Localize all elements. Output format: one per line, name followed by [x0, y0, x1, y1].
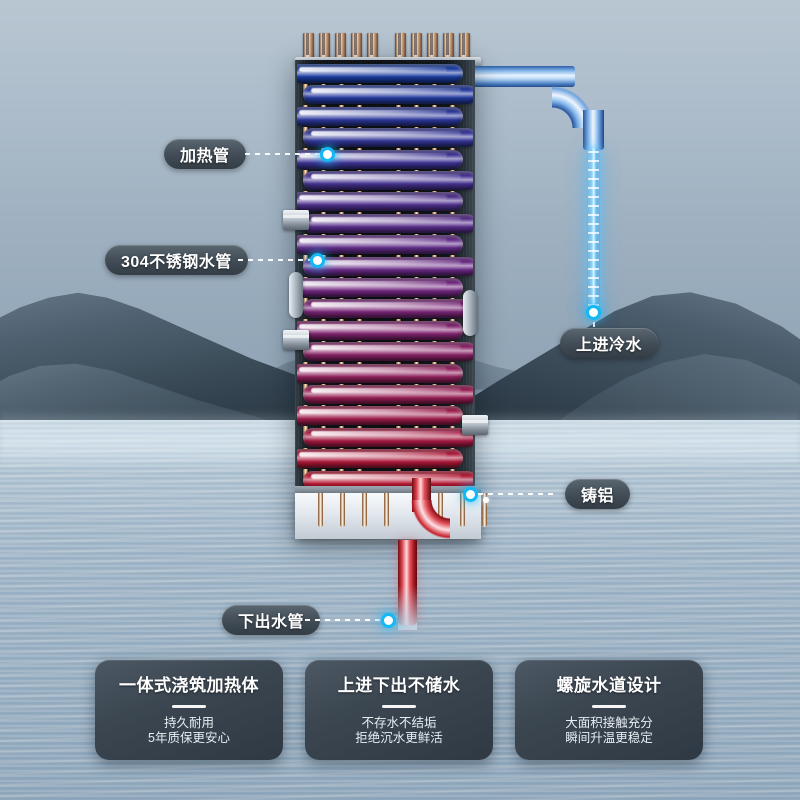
coil-tube: [297, 449, 463, 469]
callout-dot-water-outlet: [381, 613, 396, 628]
callout-minor-dot-cast-aluminum: [483, 497, 489, 503]
feature-card-3-title: 螺旋水道设计: [556, 676, 662, 695]
coil-tube: [303, 256, 473, 276]
feature-card-1-divider: [172, 705, 206, 708]
coil-tube: [297, 64, 463, 83]
cold-inlet-vertical-pipe: [583, 110, 604, 150]
coil-tube: [303, 171, 473, 190]
feature-card-2-subtitle-line-1: 不存水不结垢: [361, 716, 437, 730]
coil-tube: [303, 213, 473, 233]
callout-line-cold-inlet: [593, 312, 595, 336]
callout-heating-tube: 加热管: [164, 139, 246, 169]
copper-fin: [395, 33, 406, 63]
feature-card-3-subtitle-line-1: 大面积接触充分: [565, 716, 653, 730]
base-heating-rod: [318, 493, 323, 527]
spiral-water-coils: [297, 60, 473, 538]
copper-fin: [335, 33, 346, 63]
feature-card-1: 一体式浇筑加热体 持久耐用 5年质保更安心: [95, 660, 283, 760]
feature-card-1-subtitle-line-2: 5年质保更安心: [148, 731, 230, 745]
callout-line-heating-tube: [245, 153, 325, 155]
callout-dot-stainless-pipe: [310, 253, 325, 268]
feature-card-2-divider: [382, 705, 416, 708]
callout-water-outlet: 下出水管: [222, 605, 321, 635]
coil-tube: [297, 278, 463, 297]
copper-fin: [351, 33, 362, 63]
callout-line-water-outlet: [305, 619, 387, 621]
copper-fin: [367, 33, 378, 63]
feature-card-3: 螺旋水道设计 大面积接触充分 瞬间升温更稳定: [515, 660, 703, 760]
feature-card-3-subtitle-line-2: 瞬间升温更稳定: [565, 731, 653, 745]
copper-fin: [443, 33, 454, 63]
coil-tube: [297, 363, 463, 383]
side-port-right: [463, 290, 477, 336]
copper-fin-tips: [295, 33, 475, 63]
feature-card-1-subtitle: 持久耐用 5年质保更安心: [148, 716, 230, 746]
callout-line-cast-aluminum: [478, 493, 558, 495]
side-connector-middle: [283, 330, 309, 350]
coil-tube: [303, 299, 473, 319]
feature-card-2-subtitle-line-2: 拒绝沉水更鲜活: [355, 731, 443, 745]
side-port-upper: [289, 272, 303, 318]
copper-fin: [411, 33, 422, 63]
feature-card-2-title: 上进下出不储水: [337, 676, 461, 695]
coil-tube: [297, 235, 463, 255]
copper-fin: [427, 33, 438, 63]
feature-card-3-divider: [592, 705, 626, 708]
base-heating-rod: [340, 493, 345, 527]
copper-fin: [303, 33, 314, 63]
side-connector-right: [462, 415, 488, 435]
base-edge: [295, 486, 481, 495]
hot-outlet-fade: [398, 585, 417, 630]
callout-dot-cold-inlet: [586, 305, 601, 320]
callout-line-stainless-pipe: [238, 259, 316, 261]
coil-tube: [297, 149, 463, 169]
coil-tube: [297, 192, 463, 212]
callout-cast-aluminum: 铸铝: [565, 479, 631, 509]
base-heating-rod: [362, 493, 367, 527]
coil-tube: [303, 385, 473, 404]
cold-inlet-horizontal-pipe: [455, 66, 575, 87]
feature-card-2: 上进下出不储水 不存水不结垢 拒绝沉水更鲜活: [305, 660, 493, 760]
callout-dot-heating-tube: [320, 147, 335, 162]
callout-cold-water-inlet: 上进冷水: [560, 328, 659, 358]
callout-dot-cast-aluminum: [463, 487, 478, 502]
feature-card-2-subtitle: 不存水不结垢 拒绝沉水更鲜活: [355, 716, 443, 746]
feature-card-row: 一体式浇筑加热体 持久耐用 5年质保更安心 上进下出不储水 不存水不结垢 拒绝沉…: [95, 660, 705, 770]
side-connector-top: [283, 210, 309, 230]
coil-tube: [303, 427, 473, 447]
coil-tube: [297, 406, 463, 426]
coil-tube: [303, 342, 473, 362]
coil-tube: [297, 106, 463, 126]
heater-core: [295, 60, 475, 538]
base-heating-rod: [482, 493, 487, 527]
feature-card-1-subtitle-line-1: 持久耐用: [163, 716, 214, 730]
feature-card-1-title: 一体式浇筑加热体: [119, 676, 259, 695]
cold-water-bubbles: [588, 148, 599, 312]
copper-fin: [319, 33, 330, 63]
base-heating-rod: [460, 493, 465, 527]
callout-stainless-pipe: 304不锈钢水管: [105, 245, 248, 275]
coil-tube: [303, 85, 473, 105]
feature-card-3-subtitle: 大面积接触充分 瞬间升温更稳定: [565, 716, 653, 746]
copper-fin: [459, 33, 470, 63]
coil-tube: [297, 320, 463, 340]
coil-tube: [303, 128, 473, 148]
